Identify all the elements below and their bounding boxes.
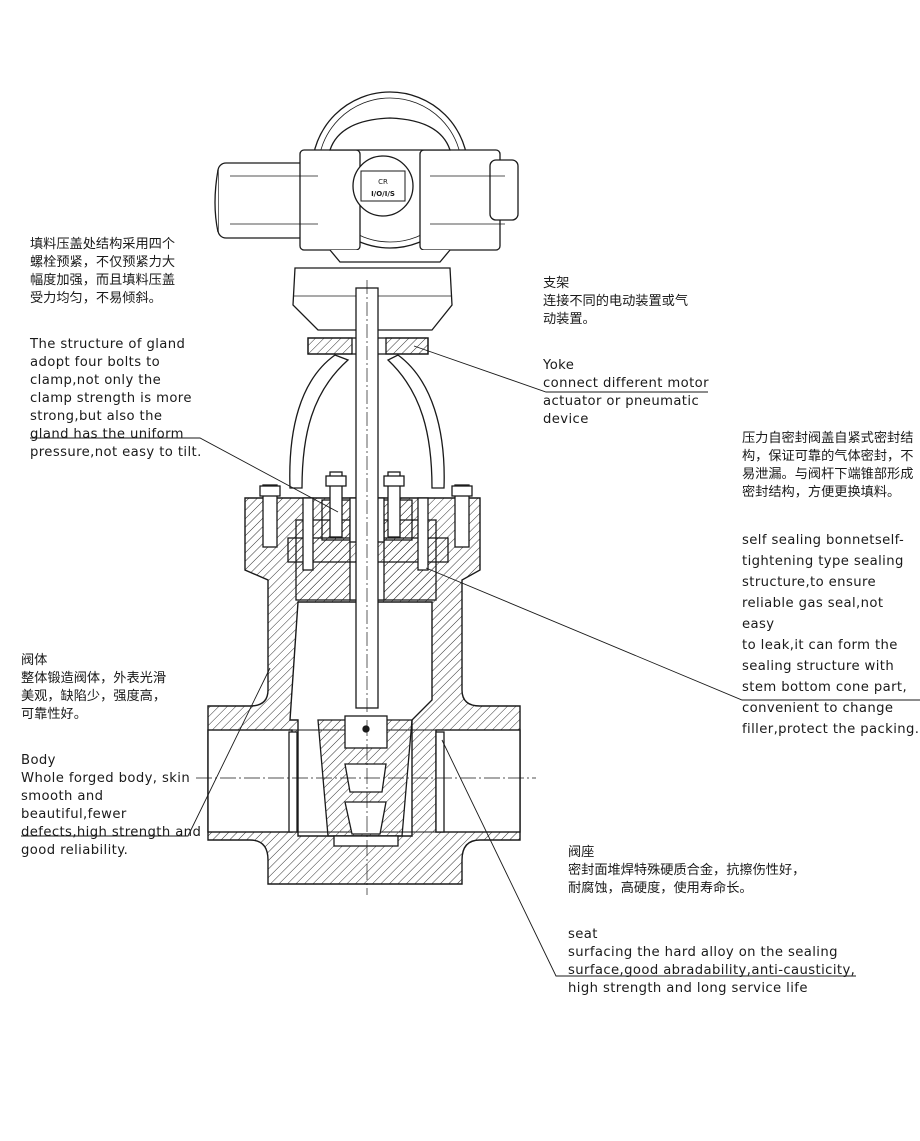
bolt-5: [417, 497, 429, 571]
leader-body: [21, 667, 271, 837]
bonnet-annotation: 压力自密封阀盖自紧式密封结 构，保证可靠的气体密封，不 易泄漏。与阀杆下端锥部形…: [742, 412, 920, 758]
yoke-flange-hatch-right: [385, 337, 429, 355]
indicator-plate: [360, 170, 406, 202]
wedge-cavity-low: [344, 801, 387, 835]
leader-yoke: [413, 345, 708, 393]
bolt-2: [302, 497, 314, 571]
bolt-3: [329, 471, 343, 538]
valve-stem: [355, 280, 379, 712]
seat-ring-left: [288, 731, 298, 833]
leader-gland: [30, 437, 339, 513]
leader-bonnet: [425, 567, 920, 701]
center-lines: [196, 720, 536, 895]
gearbox-tail: [489, 159, 519, 221]
indicator-plate-line1: CR: [378, 178, 388, 186]
bore-left: [207, 729, 293, 833]
electric-actuator: CR I/O/I/S: [214, 91, 519, 263]
indicator-plate-line2: I/O/I/S: [371, 190, 395, 198]
bonnet-text-zh: 压力自密封阀盖自紧式密封结 构，保证可靠的气体密封，不 易泄漏。与阀杆下端锥部形…: [742, 431, 914, 500]
seat-text-zh: 阀座 密封面堆焊特殊硬质合金，抗擦伤性好， 耐腐蚀，高硬度，使用寿命长。: [568, 845, 806, 896]
gearbox-left: [299, 149, 361, 251]
yoke-leg-left: [289, 354, 350, 489]
gearbox-right: [419, 149, 501, 251]
body-annotation: 阀体 整体锻造阀体，外表光滑 美观，缺陷少，强度高， 可靠性好。 Body Wh…: [21, 634, 206, 878]
yoke: [289, 267, 453, 489]
gland-annotation: 填料压盖处结构采用四个 螺栓预紧，不仅预紧力大 幅度加强，而且填料压盖 受力均匀…: [30, 218, 215, 480]
yoke-annotation: 支架 连接不同的电动装置或气 动装置。 Yoke connect differe…: [543, 257, 718, 447]
bolt-1: [262, 484, 278, 548]
gland-text-zh: 填料压盖处结构采用四个 螺栓预紧，不仅预紧力大 幅度加强，而且填料压盖 受力均匀…: [30, 237, 176, 306]
gland-text-en: The structure of gland adopt four bolts …: [30, 337, 202, 460]
leader-lines: [21, 345, 920, 977]
yoke-flange-hatch-left: [307, 337, 353, 355]
bore-right: [435, 729, 521, 833]
yoke-text-zh: 支架 连接不同的电动装置或气 动装置。: [543, 276, 689, 327]
bolt-4: [387, 471, 401, 538]
seat-ring-right: [435, 731, 445, 833]
body-text-en: Body Whole forged body, skin smooth and …: [21, 753, 202, 858]
motor-end-cap: [214, 169, 219, 233]
bolt-6: [454, 484, 470, 548]
yoke-leg-right: [386, 354, 445, 489]
bonnet-text-en: self sealing bonnetself- tightening type…: [742, 533, 920, 737]
body-text-zh: 阀体 整体锻造阀体，外表光滑 美观，缺陷少，强度高， 可靠性好。: [21, 653, 167, 722]
top-cover: [329, 117, 451, 151]
yoke-text-en: Yoke connect different motor actuator or…: [543, 358, 709, 427]
seat-text-en: seat surfacing the hard alloy on the sea…: [568, 927, 856, 996]
seat-annotation: 阀座 密封面堆焊特殊硬质合金，抗擦伤性好， 耐腐蚀，高硬度，使用寿命长。 sea…: [568, 826, 858, 1016]
leader-seat: [441, 739, 856, 977]
